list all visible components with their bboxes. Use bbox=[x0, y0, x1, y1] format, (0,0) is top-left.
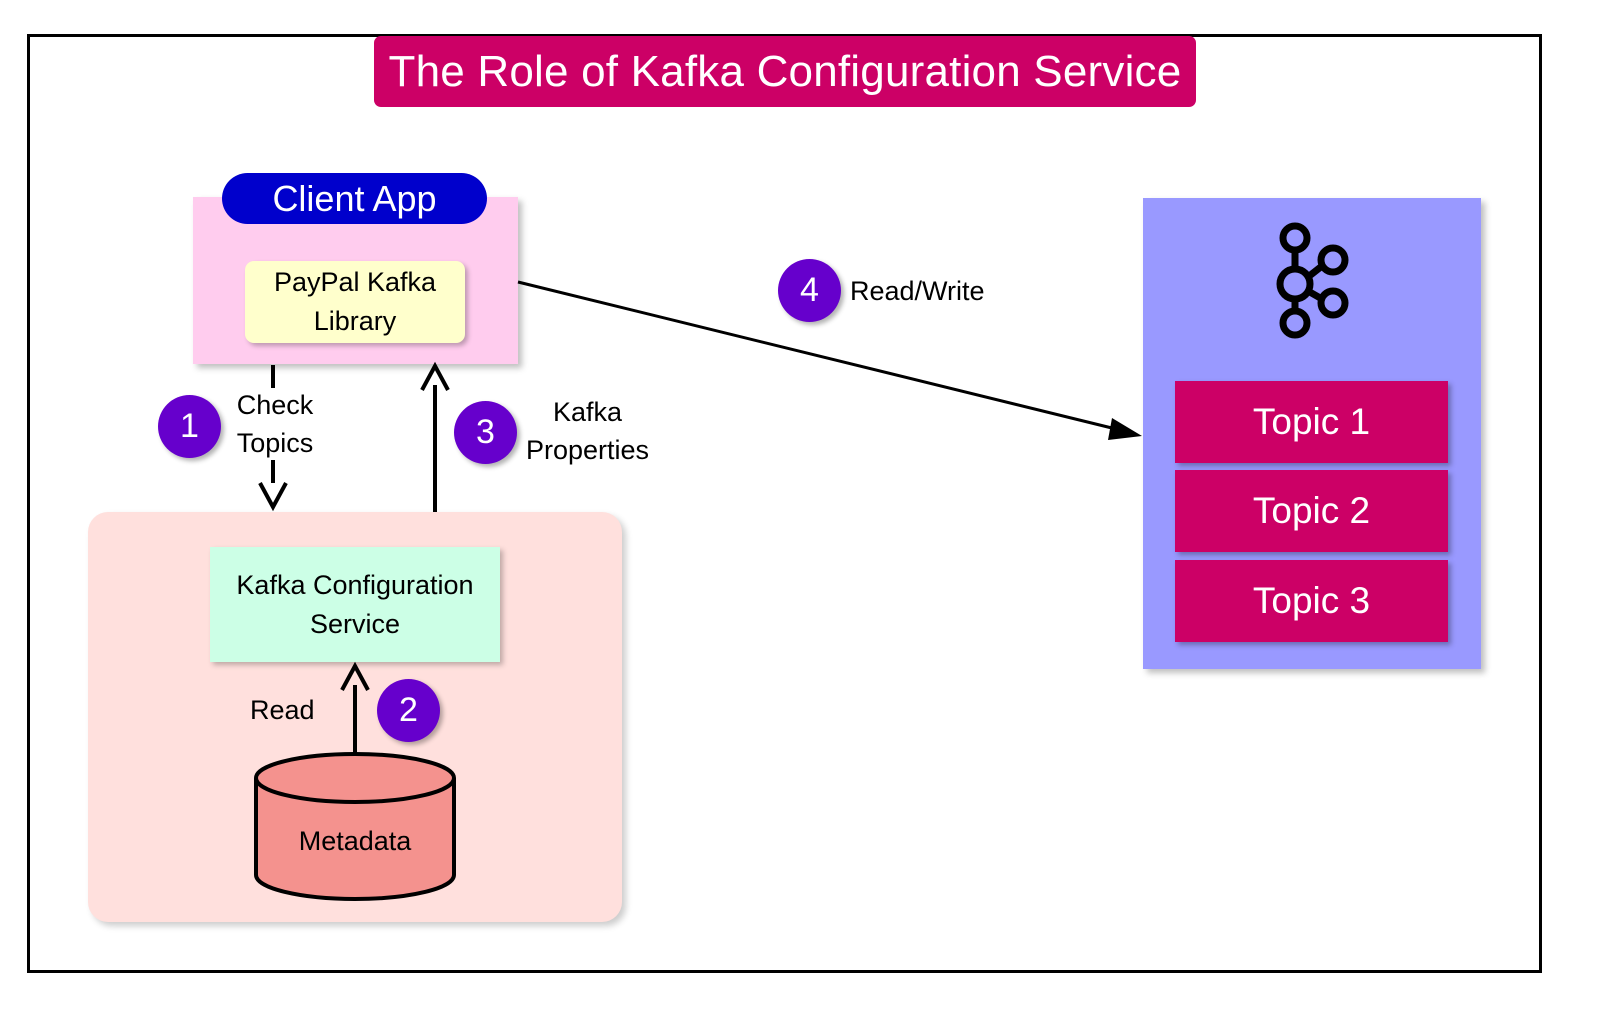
kafka-logo-icon bbox=[1276, 222, 1349, 339]
step-3-badge: 3 bbox=[454, 401, 517, 464]
client-app-label: Client App bbox=[222, 173, 487, 224]
step-1-label: Check Topics bbox=[236, 390, 314, 458]
step-4-label: Read/Write bbox=[850, 276, 985, 306]
arrow-check-topics bbox=[258, 365, 288, 512]
diagram-title: The Role of Kafka Configuration Service bbox=[374, 36, 1196, 107]
arrow-read-write bbox=[517, 280, 1142, 440]
step-3-label: Kafka Properties bbox=[525, 397, 650, 465]
metadata-label: Metadata bbox=[298, 826, 412, 856]
step-1-badge: 1 bbox=[158, 395, 221, 458]
paypal-kafka-library-box: PayPal Kafka Library bbox=[245, 261, 465, 343]
step-2-badge: 2 bbox=[377, 679, 440, 742]
topic-2-box: Topic 2 bbox=[1175, 470, 1448, 552]
kafka-configuration-service-box: Kafka Configuration Service bbox=[210, 547, 500, 662]
metadata-database-icon bbox=[254, 752, 456, 901]
arrow-kafka-properties bbox=[420, 361, 450, 512]
step-4-badge: 4 bbox=[778, 259, 841, 322]
topic-1-box: Topic 1 bbox=[1175, 381, 1448, 463]
topic-3-box: Topic 3 bbox=[1175, 560, 1448, 642]
step-2-label: Read bbox=[250, 695, 315, 725]
arrow-read-metadata bbox=[340, 661, 370, 755]
